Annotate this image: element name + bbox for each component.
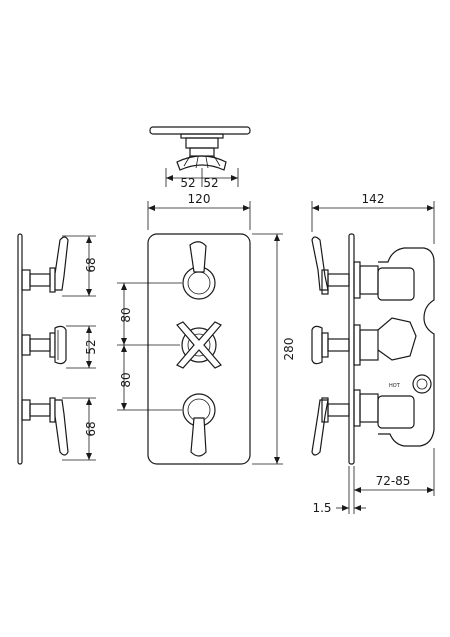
- dim-right-plate: 1.5: [312, 501, 331, 515]
- dim-right-range: 72-85: [376, 474, 411, 488]
- front-view: 120 280 80 80: [117, 192, 296, 465]
- dim-side-middle: 52: [84, 339, 98, 354]
- left-side-view: 68 52 68: [17, 233, 98, 465]
- dim-right-depth: 142: [362, 192, 385, 206]
- bottom-lever-handle: [182, 393, 216, 457]
- dim-front-spacing-lower: 80: [119, 372, 133, 387]
- dim-side-top: 68: [84, 257, 98, 272]
- left-middle-valve: [21, 325, 67, 365]
- left-top-valve: [21, 236, 69, 293]
- hot-label: HOT: [389, 383, 401, 389]
- right-bottom-lever: [311, 399, 329, 456]
- hot-port: [412, 374, 432, 394]
- right-side-view: HOT 142 72-85 1.5: [311, 192, 435, 515]
- dim-side-bottom: 68: [84, 421, 98, 436]
- valve-body: [378, 247, 435, 447]
- top-lever-handle: [182, 241, 216, 300]
- dim-front-spacing-upper: 80: [119, 307, 133, 322]
- cross-handle: [176, 321, 222, 369]
- right-top-lever: [311, 236, 329, 291]
- top-view: 52 52: [149, 126, 251, 190]
- dim-top-right-half: 52: [203, 176, 218, 190]
- right-middle-cross: [311, 325, 323, 365]
- dim-top-left-half: 52: [180, 176, 195, 190]
- dim-front-width: 120: [188, 192, 211, 206]
- dim-front-height: 280: [282, 338, 296, 361]
- left-bottom-valve: [21, 397, 69, 456]
